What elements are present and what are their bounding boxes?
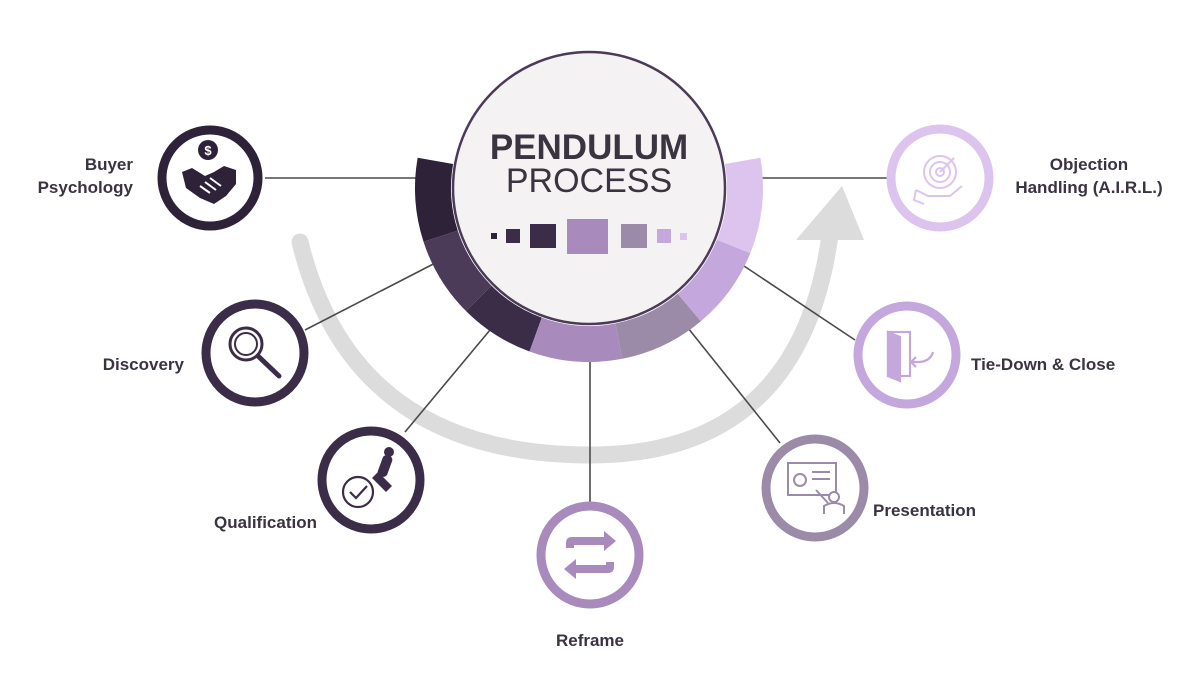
magnifier-icon	[228, 326, 282, 379]
connector-qualification	[404, 317, 501, 433]
label-objection-handling: Objection Handling (A.I.R.L.)	[1015, 155, 1163, 197]
ring-segment-qualification	[465, 285, 542, 352]
svg-text:$: $	[204, 143, 212, 158]
stage-objection-handling	[886, 124, 994, 232]
title-line-1: PENDULUM	[490, 128, 688, 167]
label-discovery: Discovery	[102, 355, 184, 374]
label-qualification: Qualification	[214, 513, 317, 532]
stage-tie-down-close	[853, 301, 961, 409]
process-ring	[415, 157, 764, 362]
stage-reframe	[536, 501, 644, 609]
target-hand-icon	[912, 155, 963, 205]
connector-tie-down-close	[734, 259, 856, 341]
connector-presentation	[679, 317, 781, 444]
ring-segment-objection-handling	[716, 157, 764, 254]
center-badge: PENDULUM PROCESS	[451, 50, 727, 326]
presentation-board-icon	[787, 462, 845, 514]
label-reframe: Reframe	[555, 631, 625, 650]
connector-discovery	[304, 257, 446, 331]
label-tie-down-close: Tie-Down & Close	[971, 355, 1116, 374]
stage-qualification	[317, 426, 425, 534]
ring-segment-reframe	[529, 317, 623, 362]
title-line-2: PROCESS	[506, 162, 672, 200]
stage-presentation	[761, 434, 869, 542]
stage-buyer-psychology: $	[157, 125, 263, 231]
approval-stamp-icon	[341, 447, 394, 509]
label-buyer-psychology: Buyer Psychology	[37, 155, 133, 197]
door-exit-icon	[886, 330, 935, 383]
ring-segment-presentation	[615, 293, 701, 359]
pendulum-squares	[491, 219, 687, 254]
ring-segment-tie-down-close	[677, 239, 751, 322]
connector-lines	[265, 177, 888, 502]
ring-segment-discovery	[423, 230, 492, 312]
reframe-arrows-icon	[564, 531, 616, 579]
stage-discovery	[201, 299, 309, 407]
ring-segment-buyer-psychology	[415, 157, 458, 242]
label-presentation: Presentation	[873, 501, 976, 520]
handshake-dollar-icon: $	[182, 140, 236, 204]
